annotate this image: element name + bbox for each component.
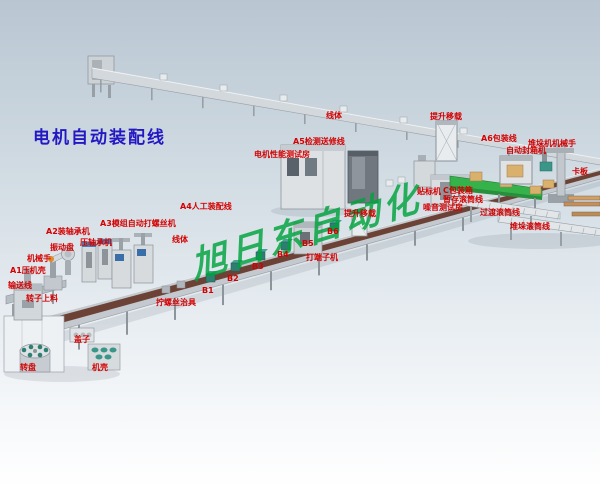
label-line-body-top: 线体 — [326, 111, 342, 120]
label-auto-carton-sealer: 自动封箱机 — [506, 146, 546, 155]
motor-test-room-cabinet — [280, 144, 346, 210]
pallets — [563, 195, 600, 217]
lift-transfer-frames — [351, 120, 458, 237]
a5-test-cabinet — [347, 150, 406, 204]
a3-screw-station — [111, 233, 154, 289]
label-a6-packing-line: A6包装线 — [481, 134, 517, 143]
label-station-b1: B1 — [202, 286, 214, 295]
label-pallet: 卡板 — [572, 167, 588, 176]
label-screw-fixture: 拧螺丝治具 — [156, 298, 196, 307]
label-lift-transfer-mid: 提升移载 — [344, 209, 376, 218]
shadows — [4, 181, 600, 382]
label-a5-inspection-line: A5检测送修线 — [293, 137, 345, 146]
label-cover: 盖子 — [74, 335, 90, 344]
label-station-b3: B3 — [252, 262, 264, 271]
label-stacking-roller-line: 堆垛滚筒线 — [510, 222, 550, 231]
label-a1-case-press: A1压机壳 — [10, 266, 46, 275]
label-rotor-loading: 转子上料 — [26, 294, 58, 303]
label-terminal-machine: 打端子机 — [306, 253, 338, 262]
label-lift-transfer-top: 提升移载 — [430, 112, 462, 121]
label-vibration-bowl: 振动盘 — [50, 243, 74, 252]
label-robot-hand: 机械手 — [27, 254, 51, 263]
palletizer-robot-body — [529, 143, 574, 203]
carton-sealer-machine — [499, 155, 533, 185]
label-motor-case: 机壳 — [92, 363, 108, 372]
label-motor-test-room: 电机性能测试房 — [254, 150, 310, 159]
label-a3-auto-screw: A3模组自动打螺丝机 — [100, 219, 176, 228]
infeed-station-cluster — [3, 268, 121, 373]
label-buffer-roller-line: 暂存滚筒线 — [443, 195, 483, 204]
label-station-b4: B4 — [277, 250, 289, 259]
label-c-packing-box: C包装箱 — [443, 186, 473, 195]
label-palletizer-robot: 堆垛机机械手 — [528, 139, 576, 148]
label-a2-bearing: A2装轴承机 — [46, 227, 90, 236]
label-bearing-press: 压轴承机 — [80, 238, 112, 247]
labeling-machine-body — [413, 155, 436, 188]
label-line-body-mid: 线体 — [172, 235, 188, 244]
roller-conveyors — [453, 195, 600, 246]
label-feed-conveyor: 输送线 — [8, 281, 32, 290]
label-station-b6: B6 — [327, 227, 339, 236]
label-station-b5: B5 — [302, 239, 314, 248]
label-turntable: 转盘 — [20, 363, 36, 372]
a2-bearing-station — [43, 238, 113, 291]
label-a4-manual-line: A4人工装配线 — [180, 202, 232, 211]
label-labeling-machine: 贴标机 — [417, 187, 441, 196]
label-noise-test-room: 噪音测试房 — [423, 203, 463, 212]
terminal-machine — [293, 221, 323, 255]
diagram-title: 电机自动装配线 — [33, 128, 166, 147]
label-station-b2: B2 — [227, 274, 239, 283]
label-transition-roller-line: 过渡滚筒线 — [480, 208, 520, 217]
